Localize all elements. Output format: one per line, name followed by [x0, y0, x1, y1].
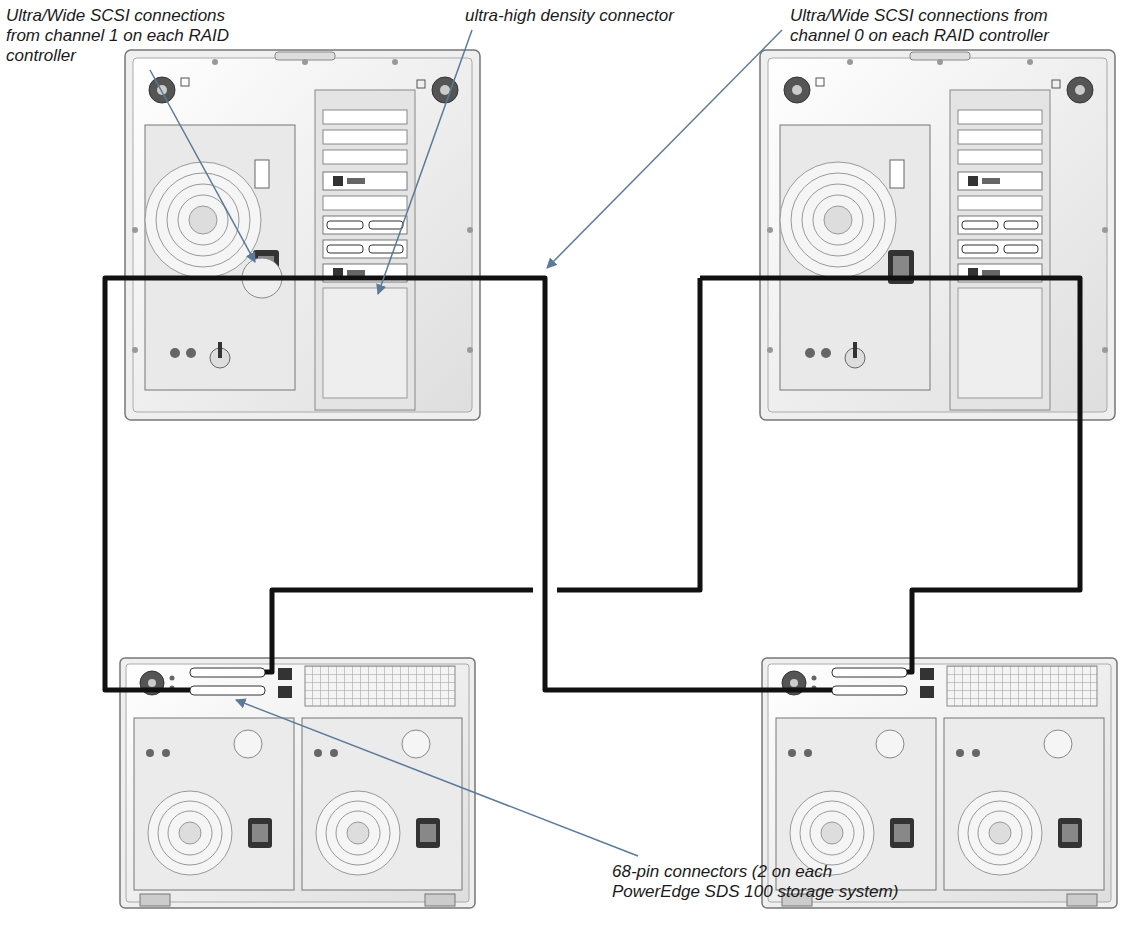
- storage-system: [120, 658, 475, 908]
- leader-line: [150, 70, 255, 262]
- scsi-cable: [557, 278, 700, 590]
- leader-line: [236, 700, 638, 856]
- callout-label: Ultra/Wide SCSI connections from channel…: [790, 6, 1112, 46]
- server-tower: [125, 50, 480, 420]
- leader-line: [378, 30, 472, 294]
- scsi-cable: [265, 590, 533, 672]
- callout-label: ultra-high density connector: [465, 6, 674, 26]
- leader-line: [547, 30, 782, 268]
- callout-label: 68-pin connectors (2 on each PowerEdge S…: [612, 862, 912, 902]
- scsi-cable: [105, 278, 832, 690]
- scsi-cable: [700, 278, 1080, 672]
- callout-label: Ultra/Wide SCSI connections from channel…: [6, 6, 234, 66]
- server-tower: [760, 50, 1115, 420]
